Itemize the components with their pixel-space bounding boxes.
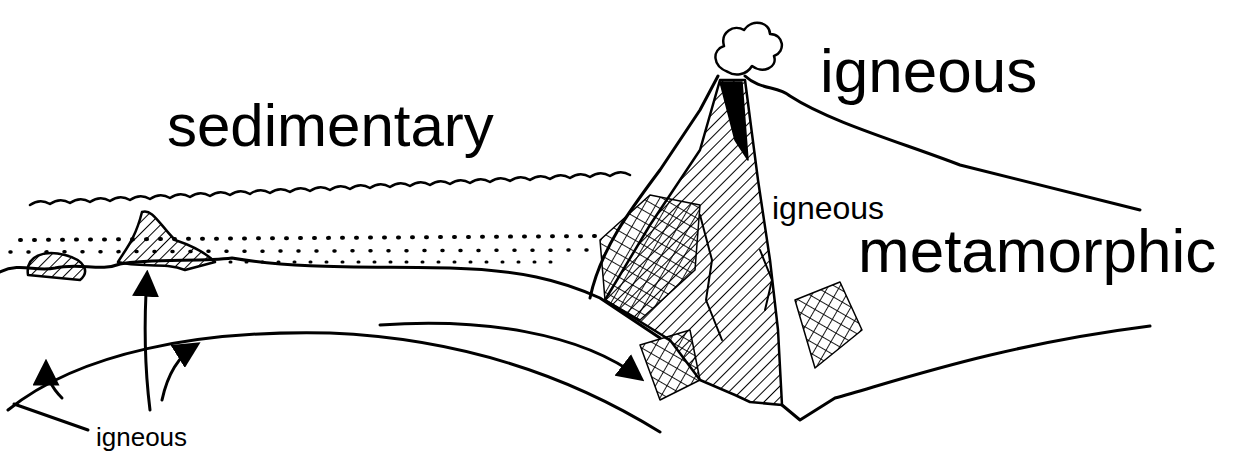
rock-type-label: metamorphic [856, 220, 1218, 282]
rock-type-label: igneous [820, 40, 1037, 102]
rock-type-label: sedimentary [165, 96, 496, 156]
rock-type-label: igneous [94, 424, 189, 450]
